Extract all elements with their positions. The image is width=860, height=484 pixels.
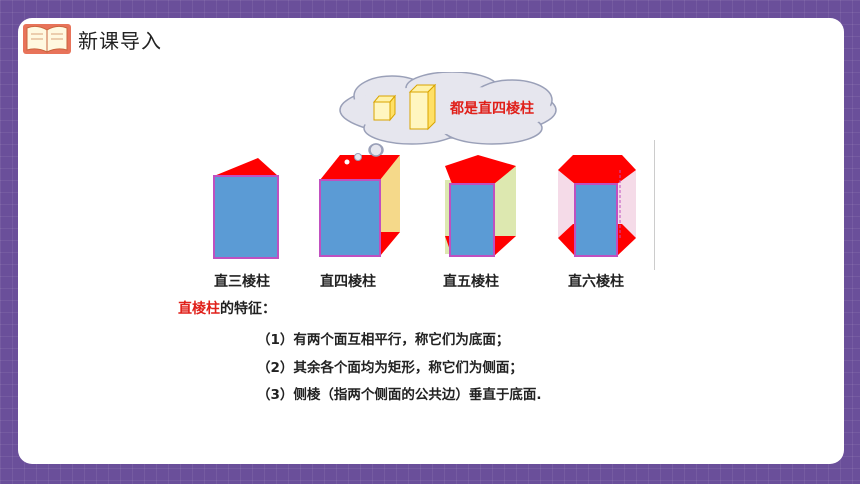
prism-label: 直四棱柱: [320, 274, 376, 290]
feature-item: （2）其余各个面均为矩形，称它们为侧面；: [257, 360, 523, 376]
prism-label: 直六棱柱: [568, 274, 624, 290]
features-suffix: 的特征：: [220, 301, 276, 317]
feature-item: （3）侧棱（指两个侧面的公共边）垂直于底面.: [257, 387, 542, 403]
box-icon: [408, 83, 437, 131]
quadrilateral-prism: [319, 143, 400, 257]
hexagonal-prism: [558, 155, 636, 257]
cloud-caption: 都是直四棱柱: [450, 101, 534, 117]
feature-item: （1）有两个面互相平行，称它们为底面；: [257, 332, 510, 348]
cube-icon: [372, 94, 397, 122]
features-heading: 直棱柱的特征：: [178, 298, 276, 318]
section-title: 新课导入: [78, 28, 162, 53]
prism-label: 直三棱柱: [214, 274, 270, 290]
features-term: 直棱柱: [178, 301, 220, 317]
divider: [654, 140, 655, 270]
section-header: 新课导入: [22, 22, 162, 56]
pentagonal-prism: [445, 155, 516, 257]
prism-label: 直五棱柱: [443, 274, 499, 290]
triangular-prism: [213, 158, 279, 259]
thought-cloud: [339, 72, 557, 167]
book-icon: [23, 24, 71, 54]
